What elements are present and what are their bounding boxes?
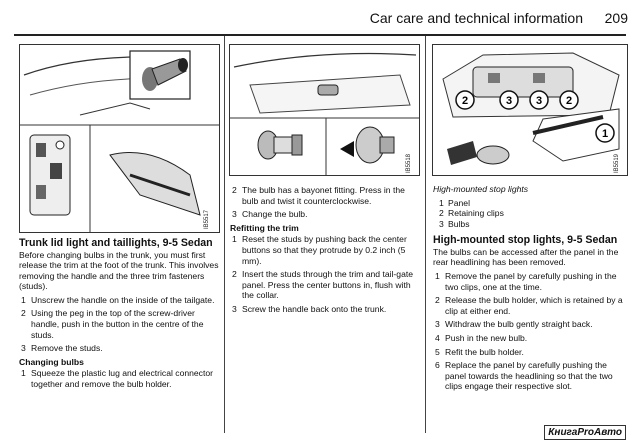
callout-label: 3 [506, 95, 512, 107]
callout-label: 2 [566, 95, 572, 107]
header-rule [14, 34, 626, 36]
section-heading: Trunk lid light and taillights, 9-5 Seda… [19, 237, 213, 249]
trunk-lid-drawing [20, 50, 219, 232]
stud-removal-drawing [230, 52, 419, 175]
callout-markers: 2 3 3 2 1 [455, 90, 615, 143]
subsection-heading: Changing bulbs [19, 356, 84, 367]
stop-light-illustration: 2 3 3 2 1 IB5519 [432, 44, 628, 176]
column-divider [425, 36, 426, 433]
callout-label: 1 [602, 128, 608, 140]
section-heading: High-mounted stop lights, 9-5 Sedan [433, 234, 618, 247]
intro-paragraph: The bulbs can be accessed after the pane… [433, 246, 619, 268]
stud-removal-illustration: IB5518 [229, 44, 420, 176]
page-number: 209 [604, 10, 628, 26]
chapter-title: Car care and technical information [369, 10, 583, 26]
subsection-heading: Refitting the trim [230, 222, 299, 233]
intro-paragraph: Before changing bulbs in the trunk, you … [19, 249, 219, 292]
column-1: Trunk lid light and taillights, 9-5 Seda… [19, 237, 219, 393]
stop-light-drawing: 2 3 3 2 1 [442, 52, 620, 165]
watermark-logo: КнигаProАвто [544, 425, 626, 440]
figure-id: IB5518 [406, 153, 412, 173]
figure-id: IB5519 [614, 153, 620, 173]
figure-id: IB5517 [204, 209, 210, 229]
callout-label: 3 [536, 95, 542, 107]
callout-label: 2 [462, 95, 468, 107]
trunk-lid-illustration: IB5517 [19, 44, 220, 233]
figure-caption: High-mounted stop lights [433, 184, 529, 194]
column-divider [224, 36, 225, 433]
